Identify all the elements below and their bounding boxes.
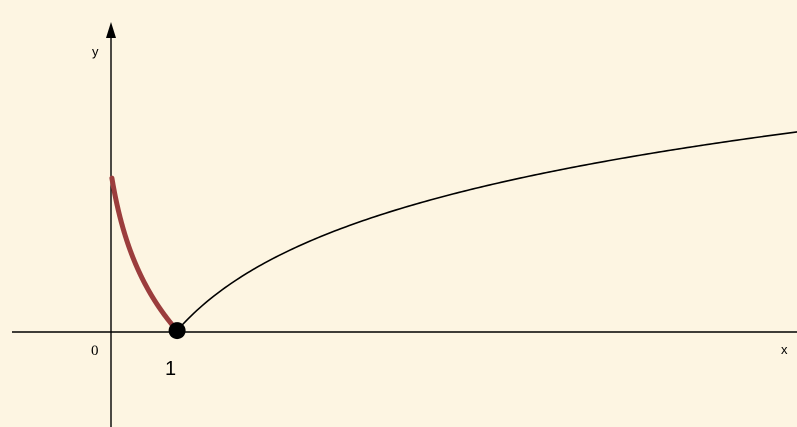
highlight-curve <box>109 175 180 334</box>
point-label: 1 <box>165 358 176 380</box>
x-axis-label: x <box>781 342 788 357</box>
y-axis-arrowhead <box>106 22 116 38</box>
y-axis-label: y <box>92 44 99 59</box>
log-curve <box>176 131 797 332</box>
point-x-one <box>168 322 186 340</box>
origin-label: 0 <box>91 343 99 359</box>
